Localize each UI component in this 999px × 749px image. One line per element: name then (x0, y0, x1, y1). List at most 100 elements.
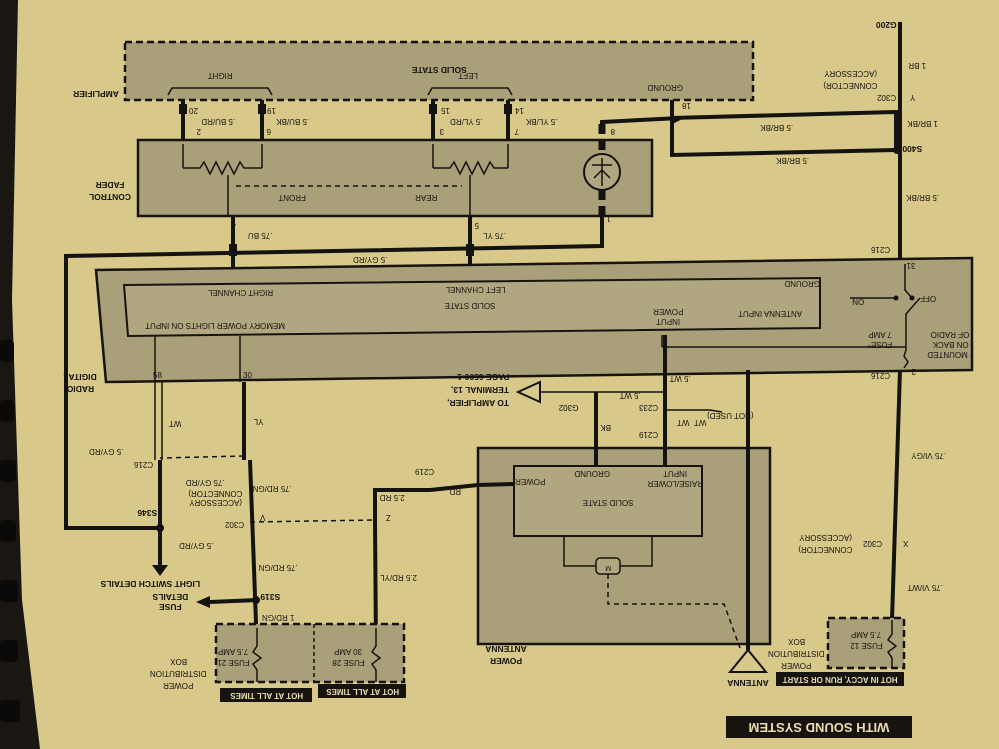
c302-v-label: C302 (224, 520, 244, 529)
wire-bk: BK (600, 423, 611, 432)
to-amplifier-3: TO AMPLIFIER, (447, 398, 509, 408)
wire-yl-left: YL (253, 417, 263, 426)
fader-front: FRONT (278, 193, 306, 202)
fader-title-1: FADER (96, 180, 125, 190)
antenna-icon (727, 370, 769, 673)
hot-banner-2-text: HOT AT ALL TIMES (326, 687, 400, 696)
c219-label-b: C219 (414, 467, 434, 476)
pdb-left-1: POWER (163, 681, 193, 690)
radio-solid-state: SOLID STATE (445, 301, 496, 310)
amp-pin-15: 15 (441, 106, 450, 115)
radio-pin-2: 2 (911, 367, 916, 376)
accessory-2: CONNECTOR) (823, 81, 877, 90)
motor-label: M (605, 564, 611, 571)
accessory-1: (ACCESSORY (824, 69, 877, 78)
wire-wt-a: WT (694, 418, 707, 427)
wire-vi-wt: .75 VI/WT (907, 583, 943, 592)
g200-label: G200 (876, 20, 897, 30)
fader-pin-6: 6 (266, 127, 271, 136)
s319-label: S319 (260, 592, 280, 602)
radio-memory-power: MEMORY POWER LIGHTS ON INPUT (145, 321, 285, 330)
radio-antenna-input: ANTENNA INPUT (738, 309, 802, 318)
mounted-note-2: ON BACK (932, 340, 969, 349)
radio-solid-state-box (122, 276, 821, 338)
fader-radio-wires (64, 216, 604, 530)
fuse-21-icon (251, 628, 263, 682)
light-switch-details: LIGHT SWITCH DETAILS (100, 579, 200, 589)
radio-ground: GROUND (784, 279, 820, 288)
fader-pin-2: 2 (196, 127, 201, 136)
wire-wt-left: WT (169, 419, 182, 428)
c216-right: C216 (870, 371, 890, 380)
hot-accy-text: HOT IN ACCY, RUN OR START (782, 675, 897, 684)
pdb-left-3: BOX (170, 657, 188, 666)
fader-pin-5: 5 (474, 221, 479, 230)
hot-banner-2 (318, 684, 406, 698)
pdb-right-1: POWER (781, 661, 811, 670)
antenna-wires (373, 335, 723, 520)
radio-input-label: INPUT (656, 317, 680, 326)
radio-pin-31: 31 (906, 261, 915, 270)
page-title: WITH SOUND SYSTEM (749, 720, 890, 735)
binding-rings (0, 340, 20, 722)
antenna-power: POWER (515, 477, 545, 486)
wire-wt-b: WT (677, 418, 690, 427)
antenna-ground: GROUND (574, 469, 610, 478)
z-pin: Z (386, 513, 391, 522)
g302-label: G302 (558, 403, 578, 412)
fuse-28-icon (370, 628, 382, 682)
amplifier-ground-label: GROUND (647, 83, 683, 92)
fader-pin-3: 3 (439, 127, 444, 136)
fader-potentiometers (182, 144, 509, 216)
radio-title-1: DIGITAL (63, 372, 96, 382)
antenna-motor-icon (563, 536, 741, 649)
fader-title-2: CONTROL (89, 192, 131, 202)
not-used-label: (NOT USED) (707, 411, 754, 420)
c233-label: C233 (638, 403, 658, 412)
antenna-solid-state: SOLID STATE (583, 498, 634, 507)
wire-1-br: 1 BR (908, 61, 926, 70)
v-pin: V (259, 513, 265, 522)
wire-yl-bk: .5 YL/BK (525, 117, 557, 126)
wire-gy-rd-left: .5 GY/RD (89, 447, 123, 456)
amplifier-solid-state: SOLID STATE (412, 65, 467, 75)
wire-rd: RD (449, 487, 461, 496)
pdb-right-2: DISTRIBUTION (768, 649, 825, 658)
radio-pin-58: 58 (153, 371, 162, 380)
wire-75-gy-rd: .75 GY/RD (186, 478, 225, 487)
power-antenna-title-1: POWER (490, 656, 522, 666)
wire-5-br-bk-b: .5 BR/BK (776, 156, 810, 165)
pdb-right-3: BOX (788, 637, 806, 646)
amplifier-left-label: LEFT (458, 71, 478, 80)
ground-wire-8 (600, 116, 897, 158)
ground-wire-18 (670, 100, 898, 150)
fader-control-box (136, 138, 654, 218)
fuse-28-label: FUSE 28 (332, 658, 365, 667)
radio-fuse-label: FUSE* (868, 340, 892, 349)
wire-2-5-rd: 2.5 RD (380, 493, 405, 502)
fader-pin-8: 8 (610, 127, 615, 136)
wire-75-yl: .75 YL (483, 231, 507, 240)
amp-pin-14: 14 (515, 106, 524, 115)
wire-bu-bk: .5 BU/BK (276, 117, 310, 126)
wire-2-5-rd-yl: 2.5 RD/YL (380, 573, 417, 582)
s400-label: S400 (902, 144, 922, 154)
fuse-details-2: DETAILS (152, 592, 188, 602)
mounted-note-1: * MOUNTED (927, 350, 973, 359)
s400-splice (893, 146, 901, 154)
accessory-3: (ACCESSORY (799, 533, 852, 542)
fuse-details-1: FUSE (159, 602, 182, 612)
fuse-12-amp: 7.5 AMP (851, 630, 881, 639)
antenna-raise-lower: RAISE/LOWER (647, 479, 703, 488)
wire-1-rd-gn: 1 RD/GN (262, 613, 295, 622)
hot-banner-1-text: HOT AT ALL TIMES (230, 691, 304, 700)
pdb-left-2: DISTRIBUTION (150, 669, 207, 678)
radio-right-channel: RIGHT CHANNEL (207, 288, 273, 297)
amp-fader-wires (179, 100, 512, 140)
c216-top: C216 (870, 245, 890, 254)
wire-5-br-bk-a: .5 BR/BK (760, 123, 794, 132)
right-feed-wires (890, 22, 902, 621)
s346-label: S346 (137, 508, 157, 518)
right-brace (167, 87, 273, 96)
